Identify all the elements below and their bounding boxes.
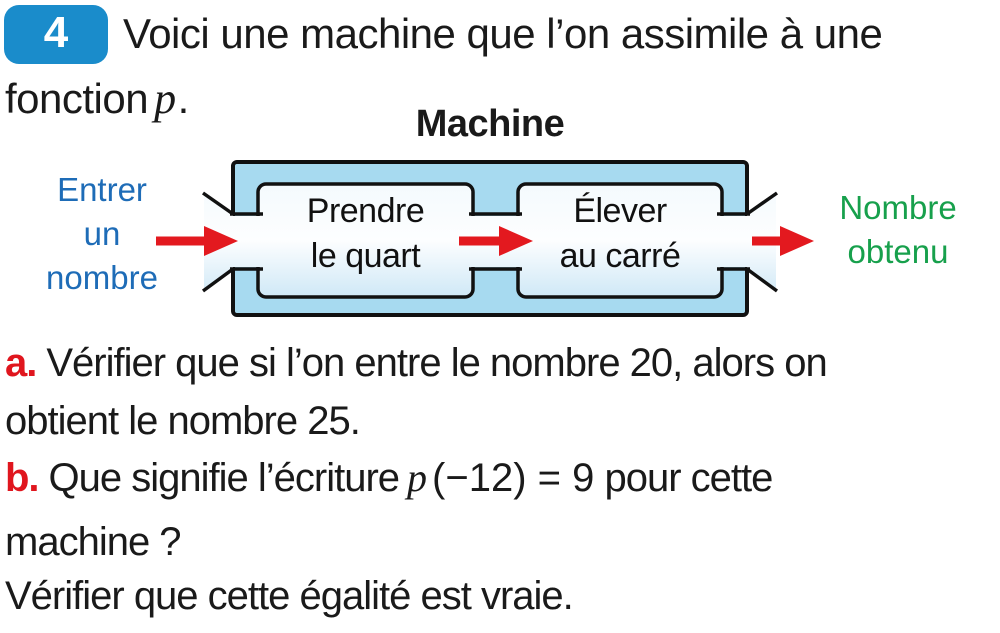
output-label: Nombre obtenu xyxy=(839,189,957,270)
intro-line-2-suffix: . xyxy=(177,75,190,122)
question-b-line-2: machine ? xyxy=(5,520,182,564)
question-b-label: b. xyxy=(5,456,40,500)
question-a-line-1: a.Vérifier que si l’on entre le nombre 2… xyxy=(5,337,828,389)
function-symbol-b: p xyxy=(407,455,428,500)
question-b-text-pre: Que signifie l’écriture xyxy=(48,456,400,500)
question-b-line-3: Vérifier que cette égalité est vraie. xyxy=(5,574,574,618)
machine-diagram xyxy=(156,160,814,317)
input-arrow xyxy=(156,226,238,256)
function-equation: (−12) = 9 xyxy=(432,456,595,500)
function-symbol: p xyxy=(154,74,176,123)
intro-line-2-prefix: fonction xyxy=(5,75,149,122)
question-a-text-1: Vérifier que si l’on entre le nombre 20,… xyxy=(46,341,827,385)
question-a-line-2: obtient le nombre 25. xyxy=(5,399,361,443)
output-arrow xyxy=(752,226,814,256)
input-label: Entrer un nombre xyxy=(46,171,158,296)
machine-title: Machine xyxy=(415,103,565,145)
step1-label: Prendre le quart xyxy=(306,192,425,275)
middle-arrow xyxy=(459,226,533,256)
question-a-label: a. xyxy=(5,341,37,385)
exercise-number-badge: 4 xyxy=(4,5,108,64)
intro-line-1: Voici une machine que l’on assimile à un… xyxy=(123,10,883,57)
output-wall-opening xyxy=(717,216,750,267)
channel-edges xyxy=(201,191,779,293)
step2-label: Élever au carré xyxy=(559,192,681,275)
exercise-number: 4 xyxy=(43,7,69,57)
question-b-text-post: pour cette xyxy=(594,456,773,500)
